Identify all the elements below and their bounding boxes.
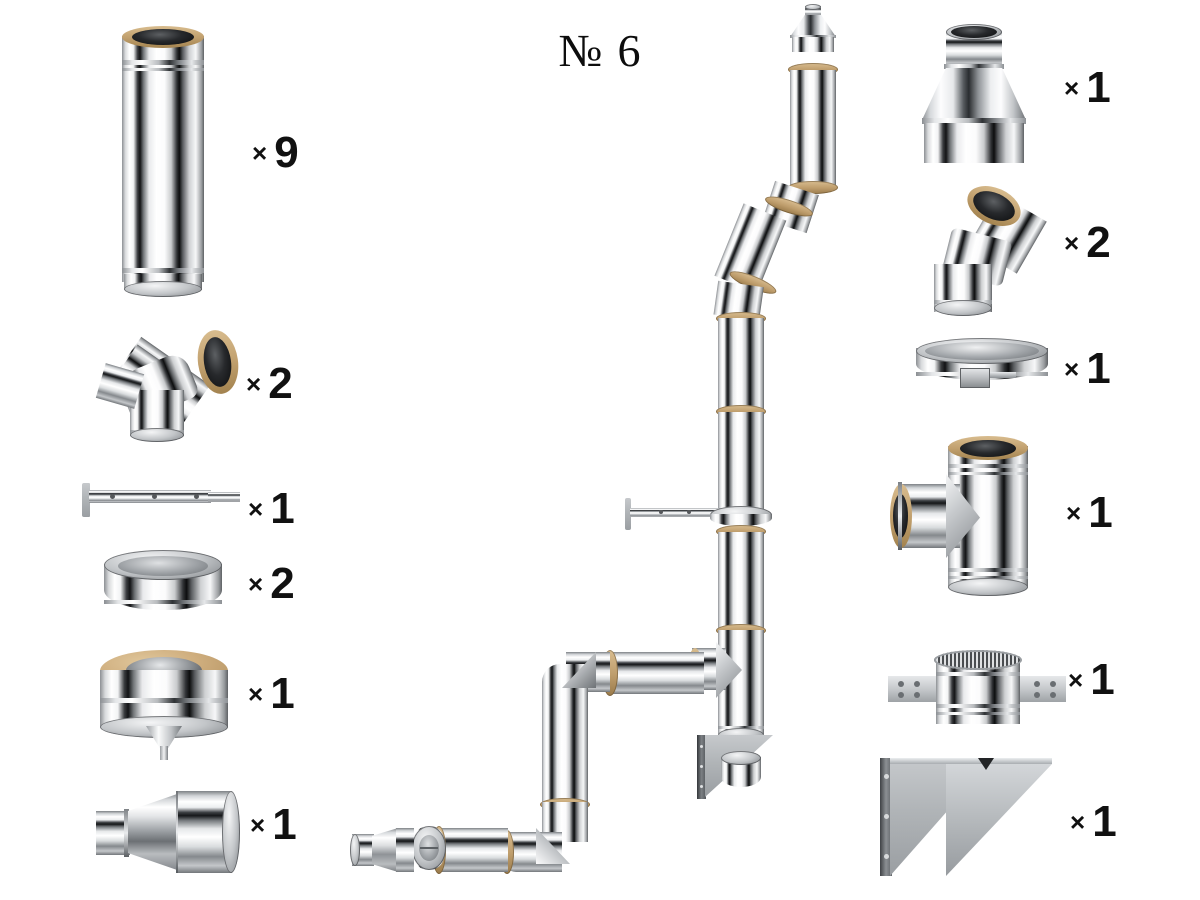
- assembly-pipe-vertical-2: [718, 412, 764, 510]
- part-wall-bracket: [880, 758, 1058, 876]
- pipe-top-bore: [132, 29, 194, 45]
- qty-wall-strut: ×1: [248, 484, 295, 533]
- assembly-wall-strut: [625, 498, 725, 532]
- assembly-pipe-vertical-3: [718, 532, 764, 628]
- assembly-reducer: [350, 824, 414, 876]
- part-reducer-adapter: [96, 785, 240, 875]
- numero-sign: №: [558, 25, 604, 76]
- part-elbow-45: [920, 178, 1047, 320]
- part-terminal-cone: [918, 22, 1030, 164]
- qty-tee-piece: ×1: [1066, 488, 1113, 537]
- part-condensate-drain: [100, 650, 228, 762]
- part-collar-ring: [104, 548, 222, 626]
- assembly-pipe-horizontal-upper: [612, 652, 704, 694]
- qty-clamp-band: ×1: [1064, 344, 1111, 393]
- qty-collar-ring: ×2: [248, 559, 295, 608]
- kit-number: 6: [617, 25, 642, 76]
- qty-terminal-cone: ×1: [1064, 63, 1111, 112]
- assembly-condensate-drain: [408, 820, 448, 880]
- assembly-pipe-drop: [542, 700, 588, 802]
- qty-elbow-45: ×2: [1064, 218, 1111, 267]
- part-base-support-plate: [888, 650, 1066, 736]
- assembly-tee-piece: [688, 630, 780, 742]
- clamp-tensioner: [960, 368, 990, 388]
- assembly-pipe-horizontal-lower: [440, 828, 508, 872]
- assembly-pipe-upper: [790, 70, 836, 188]
- qty-wall-bracket: ×1: [1070, 797, 1117, 846]
- part-clamp-band: [916, 338, 1048, 400]
- part-wall-strut: [82, 483, 242, 519]
- part-tee-piece: [890, 428, 1050, 600]
- part-elbow-90: [95, 318, 243, 442]
- qty-straight-pipe: ×9: [252, 128, 299, 177]
- assembly-collar-ring: [710, 506, 772, 530]
- qty-condensate-drain: ×1: [248, 669, 295, 718]
- qty-base-support-plate: ×1: [1068, 655, 1115, 704]
- qty-elbow-90: ×2: [246, 359, 293, 408]
- qty-reducer-adapter: ×1: [250, 800, 297, 849]
- assembly-pipe-vertical-1: [718, 318, 764, 410]
- base-plate-serrated-ring: [934, 650, 1022, 670]
- assembly-terminal-cone: [790, 4, 836, 52]
- part-straight-pipe: [122, 22, 204, 297]
- assembly-support-bracket: [697, 735, 773, 799]
